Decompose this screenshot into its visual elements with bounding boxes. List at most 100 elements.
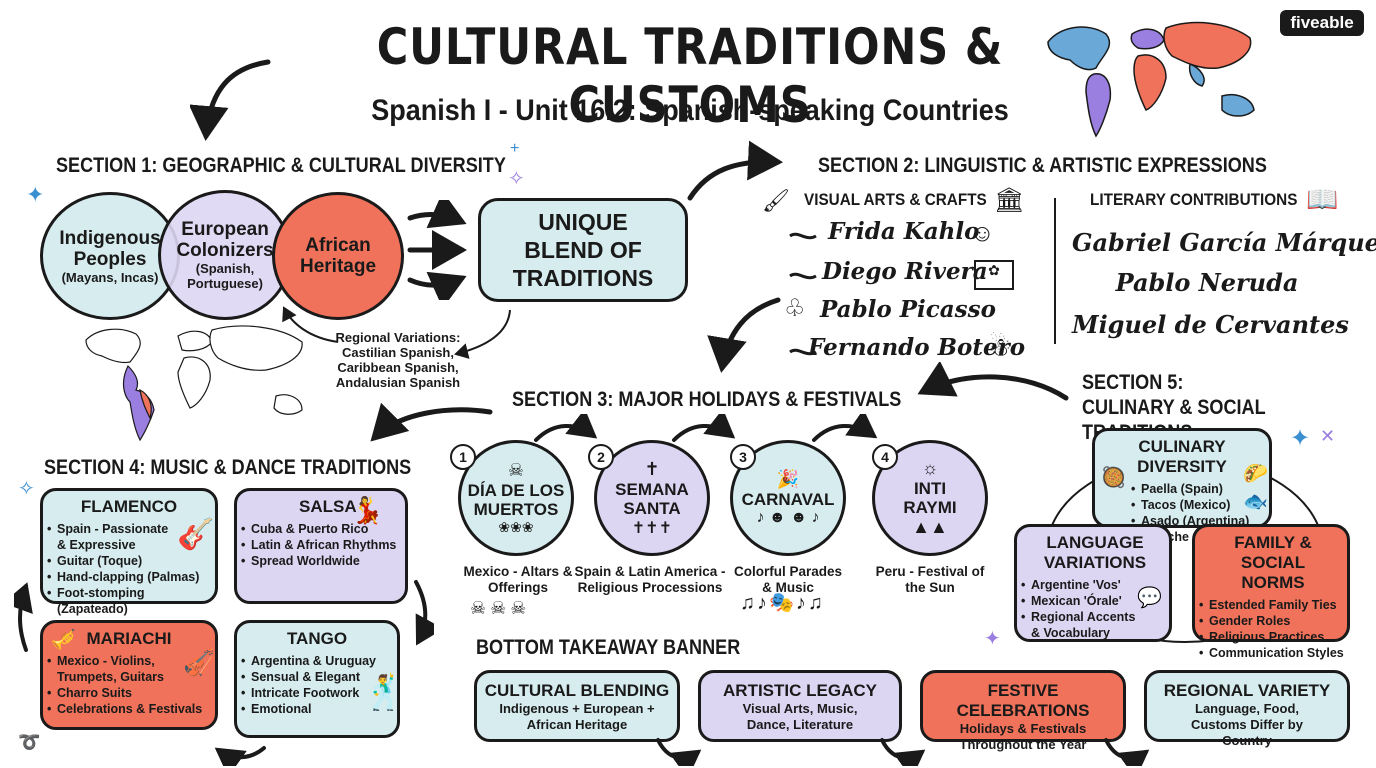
- holiday-3-number: 3: [730, 444, 756, 470]
- holiday-dia-de-los-muertos: ☠ DÍA DE LOS MUERTOS ❀❀❀: [458, 440, 574, 556]
- guitar-icon: 🎸: [177, 518, 215, 551]
- european-circle: European Colonizers (Spanish, Portuguese…: [158, 190, 292, 320]
- salsa-title: SALSA: [299, 497, 357, 516]
- holiday-4-number: 4: [872, 444, 898, 470]
- tango-item: Sensual & Elegant: [241, 669, 397, 685]
- tango-item: Intricate Footwork: [241, 685, 397, 701]
- skull-icon: ☠: [507, 460, 525, 480]
- language-item: Argentine 'Vos': [1021, 577, 1169, 593]
- language-list: Argentine 'Vos' Mexican 'Órale' Regional…: [1017, 577, 1169, 641]
- salsa-item: Cuba & Puerto Rico: [241, 521, 405, 537]
- european-title: European Colonizers: [176, 219, 274, 261]
- family-item: Communication Styles: [1199, 645, 1347, 661]
- banner-arrows: [656, 738, 1150, 766]
- procession-icon: ✝✝✝: [631, 519, 673, 537]
- tango-dancers-icon: 🕺: [363, 674, 406, 712]
- sun-icon: ☼: [921, 458, 939, 478]
- sugar-skulls-icon: ❀❀❀: [498, 519, 534, 535]
- easel-icon: 🏛: [994, 187, 1025, 214]
- mariachi-item: Celebrations & Festivals: [47, 701, 215, 717]
- writer-cervantes: Miguel de Cervantes: [1072, 310, 1349, 339]
- banner-cultural-blending: CULTURAL BLENDING Indigenous + European …: [474, 670, 680, 742]
- holiday-4-caption: Peru - Festival of the Sun: [875, 564, 985, 595]
- banner-item-text: Indigenous + European + African Heritage: [499, 701, 655, 732]
- culinary-item: Paella (Spain): [1131, 481, 1269, 497]
- mural-icon: ✿: [974, 260, 1014, 290]
- flamenco-item: Spain - Passionate & Expressive: [47, 521, 175, 553]
- title-arrow: [190, 59, 271, 141]
- artist-fernando-botero: Fernando Botero: [808, 334, 1026, 361]
- mariachi-title: MARIACHI: [86, 629, 172, 648]
- world-map-icon: [1047, 21, 1255, 138]
- dancers-icon: ♪ ☻ ☻ ♪: [756, 509, 820, 526]
- mountain-icon: ▲▲: [912, 517, 948, 537]
- section1-heading: SECTION 1: GEOGRAPHIC & CULTURAL DIVERSI…: [56, 154, 506, 177]
- banner-item-title: REGIONAL VARIETY: [1163, 681, 1331, 700]
- paintbrush-icon: 🖌: [762, 188, 790, 213]
- tango-item: Argentina & Uruguay: [241, 653, 397, 669]
- writer-garcia-marquez: Gabriel García Márquez: [1072, 228, 1376, 257]
- writer-neruda: Pablo Neruda: [1115, 268, 1299, 297]
- language-item: Mexican 'Órale': [1021, 593, 1169, 609]
- unique-blend-box: UNIQUE BLEND OF TRADITIONS: [478, 198, 688, 302]
- salsa-card: SALSA 💃 Cuba & Puerto Rico Latin & Afric…: [234, 488, 408, 604]
- family-item: Estended Family Ties: [1199, 597, 1347, 613]
- squiggle-icon: ➰: [18, 732, 41, 752]
- banner-festive-celebrations: FESTIVE CELEBRATIONS Holidays & Festival…: [920, 670, 1126, 752]
- artist-frida-kahlo: Frida Kahlo: [828, 218, 980, 245]
- salsa-list: Cuba & Puerto Rico Latin & African Rhyth…: [237, 521, 405, 569]
- holiday-2-number: 2: [588, 444, 614, 470]
- african-title: African Heritage: [299, 235, 377, 277]
- mariachi-item: Mexico - Violins, Trumpets, Guitars: [47, 653, 181, 685]
- culinary-item: Tacos (Mexico): [1131, 497, 1269, 513]
- banner-item-text: Language, Food, Customs Differ by Countr…: [1191, 701, 1303, 748]
- x-icon: ✕: [1320, 426, 1336, 446]
- mariachi-list: Mexico - Violins, Trumpets, Guitars Char…: [43, 653, 215, 717]
- figure-icon: ☃: [988, 332, 1012, 362]
- flamenco-card: FLAMENCO Spain - Passionate & Expressive…: [40, 488, 218, 616]
- holiday-1-number: 1: [450, 444, 476, 470]
- visual-arts-heading: VISUAL ARTS & CRAFTS: [804, 190, 987, 209]
- divider-line: [1054, 198, 1056, 344]
- plus-icon: +: [510, 140, 520, 157]
- cubist-face-icon: ♧: [784, 295, 806, 322]
- flamenco-item: Hand-clapping (Palmas): [47, 569, 215, 585]
- language-card: LANGUAGE VARIATIONS Argentine 'Vos' Mexi…: [1014, 524, 1172, 642]
- salsa-item: Latin & African Rhythms: [241, 537, 405, 553]
- family-item: Gender Roles: [1199, 613, 1347, 629]
- banner-artistic-legacy: ARTISTIC LEGACY Visual Arts, Music, Danc…: [698, 670, 902, 742]
- flamenco-item: Foot-stomping (Zapateado): [47, 585, 215, 617]
- holiday-2-caption: Spain & Latin America - Religious Proces…: [574, 564, 726, 595]
- holiday-2-name: SEMANA SANTA: [615, 479, 689, 518]
- portrait-icon: ☺: [970, 220, 995, 247]
- book-icon: 📖: [1306, 184, 1339, 214]
- to-section2-arrow: [687, 140, 783, 201]
- section4-heading: SECTION 4: MUSIC & DANCE TRADITIONS: [44, 456, 412, 479]
- family-card: FAMILY & SOCIAL NORMS Estended Family Ti…: [1192, 524, 1350, 661]
- to-section3-arrow: [707, 297, 781, 373]
- offering-skulls-icon: ☠☠☠: [470, 598, 531, 618]
- flamenco-item: Guitar (Toque): [47, 553, 215, 569]
- sparkle-icon: ✧: [18, 478, 35, 500]
- flamenco-list: Spain - Passionate & Expressive Guitar (…: [43, 521, 215, 617]
- language-title: LANGUAGE VARIATIONS: [1043, 533, 1147, 572]
- holiday-1-caption: Mexico - Altars & Offerings: [463, 564, 573, 595]
- mariachi-card: MARIACHI 🎺 🎻 Mexico - Violins, Trumpets,…: [40, 620, 218, 730]
- artist-pablo-picasso: Pablo Picasso: [820, 296, 996, 323]
- sparkle-icon: ✦: [984, 628, 1001, 650]
- page-title: CULTURAL TRADITIONS & CUSTOMS: [376, 18, 1004, 134]
- banner-item-text: Visual Arts, Music, Dance, Literature: [742, 701, 858, 732]
- unique-blend-text: UNIQUE BLEND OF TRADITIONS: [512, 209, 654, 291]
- african-circle: African Heritage: [272, 192, 404, 320]
- salsa-dancers-icon: 💃: [351, 495, 384, 525]
- holiday-chain-arrows: [534, 414, 878, 442]
- taco-icon: 🌮: [1243, 463, 1268, 485]
- indigenous-sub: (Mayans, Incas): [61, 269, 159, 285]
- flamenco-title: FLAMENCO: [80, 497, 178, 516]
- regional-arrows: [282, 306, 511, 359]
- section3-heading: SECTION 3: MAJOR HOLIDAYS & FESTIVALS: [512, 388, 902, 411]
- violin-icon: 🎻: [183, 647, 216, 677]
- tango-item: Emotional: [241, 701, 397, 717]
- banner-heading: BOTTOM TAKEAWAY BANNER: [476, 636, 741, 659]
- banner-regional-variety: REGIONAL VARIETY Language, Food, Customs…: [1144, 670, 1350, 748]
